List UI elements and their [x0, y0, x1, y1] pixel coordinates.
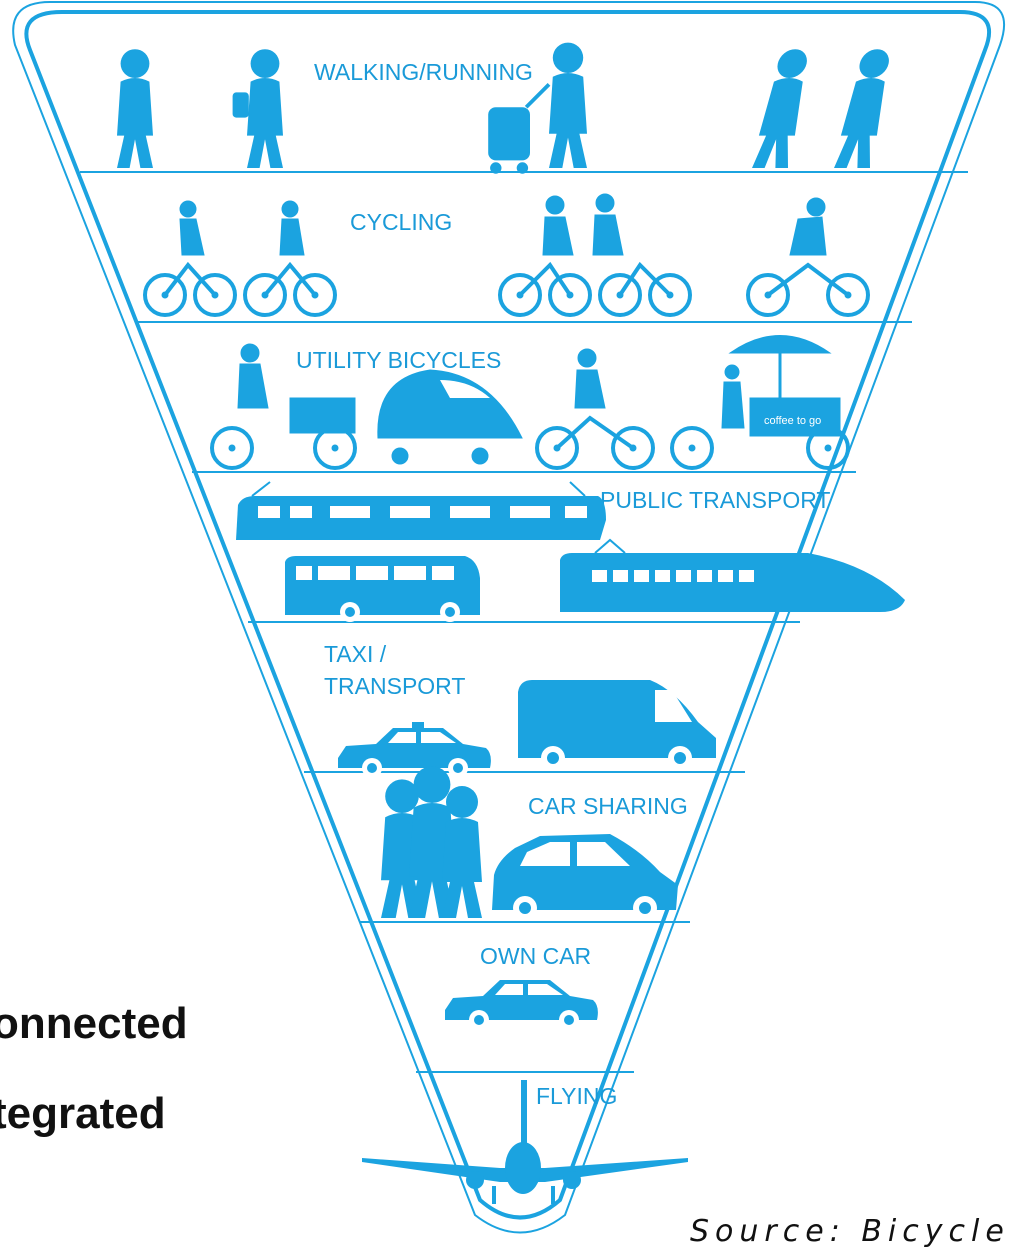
person-with-trolley-icon [488, 42, 587, 174]
e-bike-icon [535, 348, 655, 470]
train-icon [560, 538, 905, 612]
tier-public-transport-figures [236, 481, 905, 622]
tram-icon [236, 481, 606, 540]
tier-label-car-sharing: CAR SHARING [528, 793, 688, 819]
tier-own-car-figures [445, 980, 598, 1030]
velomobile-icon [377, 369, 523, 465]
running-man-icon [752, 49, 814, 168]
coffee-cart-bike-icon: coffee to go [670, 335, 850, 470]
tier-separators [80, 171, 968, 1073]
taxi-icon [338, 722, 491, 778]
delivery-van-icon [518, 680, 716, 770]
side-heading-line-2: tegrated [0, 1089, 166, 1138]
cyclist-icon [498, 193, 692, 317]
tier-label-transport: TRANSPORT [324, 673, 465, 699]
tier-label-walking: WALKING/RUNNING [314, 59, 533, 85]
cargo-bike-icon [210, 343, 357, 470]
tier-utility-figures: coffee to go [210, 335, 850, 470]
tier-label-flying: FLYING [536, 1083, 617, 1109]
tier-walking-figures [117, 42, 896, 174]
coffee-cart-text: coffee to go [764, 415, 821, 427]
source-note: Source: Bicycle I [690, 1214, 1015, 1249]
people-group-icon [381, 766, 482, 918]
airplane-icon [362, 1080, 688, 1204]
bus-icon [285, 556, 480, 622]
cyclist-icon [143, 200, 337, 317]
tier-label-cycling: CYCLING [350, 209, 452, 235]
pyramid-frame [12, 1, 1005, 1234]
side-heading-line-1: onnected [0, 999, 188, 1048]
tier-labels: WALKING/RUNNING CYCLING UTILITY BICYCLES… [296, 59, 830, 1109]
tier-taxi-figures [338, 680, 716, 778]
running-woman-icon [834, 49, 896, 168]
tier-label-utility-bicycles: UTILITY BICYCLES [296, 347, 501, 373]
tier-cycling-figures [143, 193, 870, 317]
pyramid-outline-inner [24, 10, 991, 1220]
cyclist-icon [746, 197, 870, 317]
pyramid-outline-outer [12, 1, 1005, 1234]
hatchback-car-icon [492, 834, 678, 920]
tier-label-public-transport: PUBLIC TRANSPORT [600, 487, 830, 513]
tier-car-sharing-figures [381, 766, 678, 920]
tier-label-taxi: TAXI / [324, 641, 387, 667]
sedan-car-icon [445, 980, 598, 1030]
walking-person-icon [117, 49, 153, 168]
walking-person-with-bag-icon [232, 49, 283, 168]
tier-label-own-car: OWN CAR [480, 943, 591, 969]
